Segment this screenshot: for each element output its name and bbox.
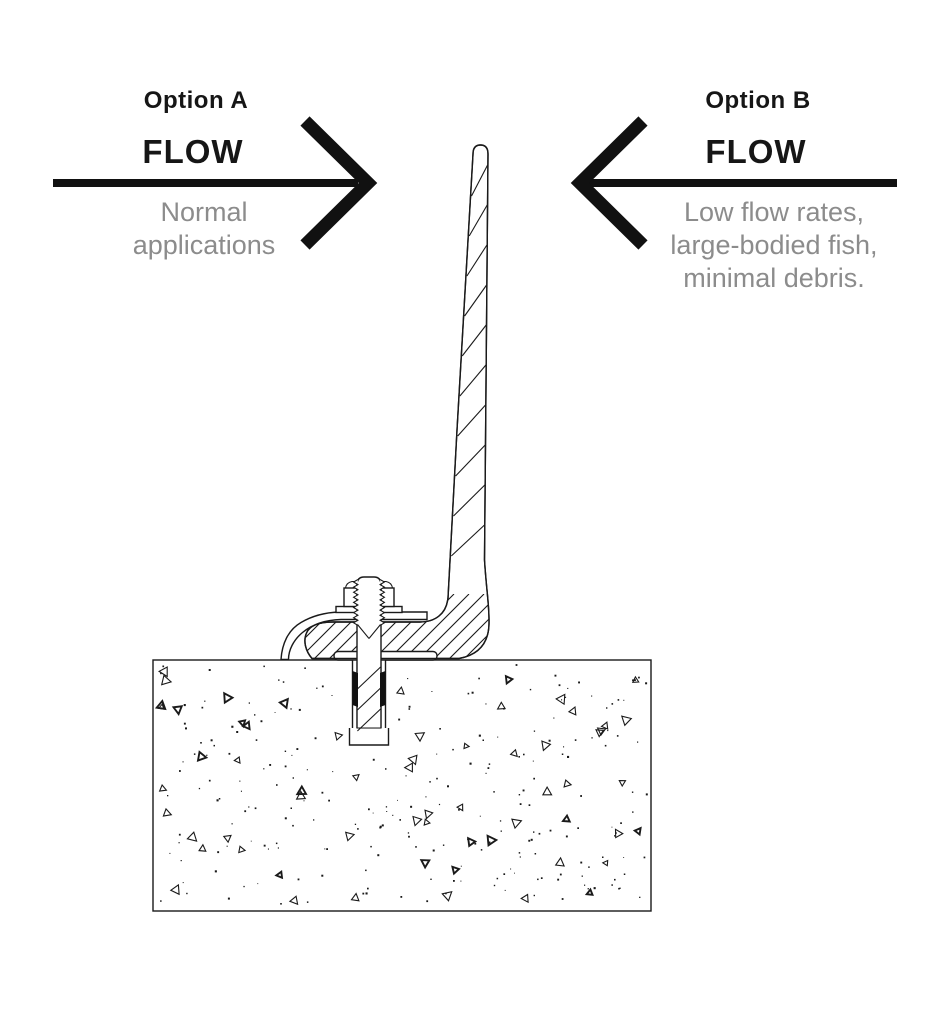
option-b-description-line: minimal debris.	[683, 263, 865, 293]
expansion-anchor	[352, 666, 386, 732]
clamp-strap	[280, 611, 428, 661]
flow-arrow-right-icon	[53, 116, 378, 250]
option-b-title: Option B	[705, 87, 811, 114]
baffle-blade	[304, 144, 490, 660]
rod-threads	[352, 579, 386, 626]
option-a-flow-label: FLOW	[142, 133, 244, 170]
threaded-rod	[352, 576, 386, 728]
option-a-description-line: applications	[132, 230, 276, 260]
concrete-aggregate-texture	[155, 664, 648, 906]
option-b-description-line: Low flow rates,	[683, 197, 865, 227]
option-a-title: Option A	[143, 87, 249, 114]
blade-hatch	[450, 164, 489, 557]
option-a-description: Normal applications	[133, 196, 276, 262]
option-b-description: Low flow rates, large-bodied fish, minim…	[670, 196, 877, 295]
option-b-description-line: large-bodied fish,	[670, 230, 878, 260]
option-b-flow-label: FLOW	[705, 133, 807, 170]
anchor-wedge-left	[352, 671, 358, 707]
flow-arrow-left-icon	[570, 116, 897, 250]
option-a-description-line: Normal	[160, 197, 248, 227]
concrete-block	[152, 659, 652, 912]
anchor-wedge-right	[380, 671, 386, 707]
